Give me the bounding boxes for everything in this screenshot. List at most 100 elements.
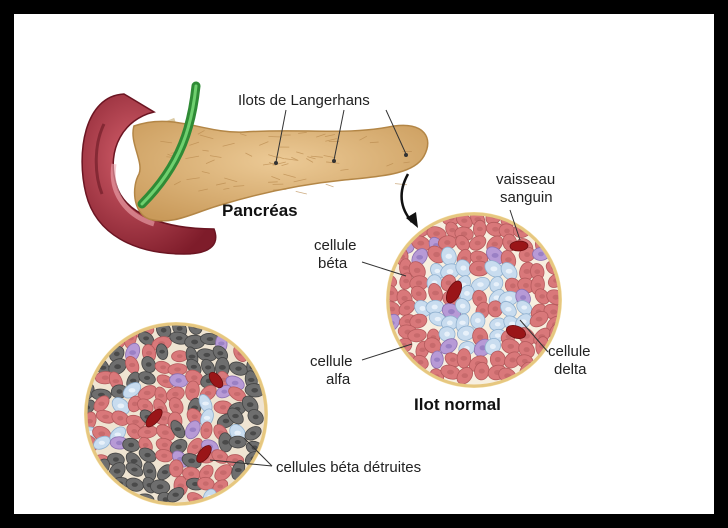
pancreas-diagram: Ilots de Langerhans Pancréas cellule bét… — [14, 14, 714, 514]
label-cellule-alfa-line1: cellule — [310, 353, 353, 370]
cell-nucleus — [430, 343, 436, 348]
cell-nucleus — [414, 268, 421, 273]
cell-nucleus — [494, 282, 500, 286]
cell-nucleus — [146, 351, 152, 356]
cell-nucleus — [477, 296, 483, 301]
cell-nucleus — [176, 336, 183, 340]
cell-nucleus — [144, 430, 151, 434]
cell-nucleus — [142, 404, 148, 408]
cell-nucleus — [130, 379, 136, 383]
cell-nucleus — [449, 228, 455, 232]
label-ilots-de-langerhans: Ilots de Langerhans — [238, 92, 370, 109]
cell-nucleus — [460, 304, 466, 309]
cell-nucleus — [505, 257, 512, 262]
cell-nucleus — [207, 337, 214, 341]
label-cellule-beta-line2: béta — [318, 255, 348, 272]
label-pancreas: Pancréas — [222, 201, 298, 220]
normal-islet — [377, 204, 567, 388]
cell-nucleus — [203, 353, 210, 357]
cell-nucleus — [162, 443, 168, 447]
cell-nucleus — [132, 420, 139, 424]
cell-nucleus — [129, 350, 136, 355]
cell-nucleus — [129, 363, 135, 367]
cell-nucleus — [144, 453, 150, 457]
cell-nucleus — [416, 281, 422, 286]
cell-nucleus — [223, 419, 230, 424]
cell-nucleus — [444, 331, 450, 336]
zoom-arrow — [402, 174, 418, 228]
cell-nucleus — [144, 391, 151, 395]
cell-nucleus — [158, 394, 164, 398]
cell-nucleus — [433, 231, 440, 236]
cell-nucleus — [217, 454, 223, 458]
cell-nucleus — [509, 358, 515, 363]
cell-nucleus — [113, 457, 119, 461]
cell-nucleus — [462, 373, 468, 378]
label-vaisseau-line1: vaisseau — [496, 171, 555, 188]
cell-nucleus — [219, 365, 226, 370]
cell-nucleus — [114, 364, 121, 369]
cell-nucleus — [113, 379, 120, 383]
cell-nucleus — [447, 269, 454, 274]
cell-nucleus — [250, 431, 256, 435]
cell-nucleus — [191, 375, 197, 380]
label-cellule-alfa-line2: alfa — [326, 371, 351, 388]
cell-nucleus — [508, 344, 515, 349]
cell-nucleus — [415, 319, 421, 324]
label-cellules-beta-detruites: cellules béta détruites — [276, 459, 421, 476]
cell-nucleus — [173, 404, 179, 408]
cell-nucleus — [520, 295, 526, 300]
cell-nucleus — [524, 347, 530, 352]
cell-nucleus — [115, 432, 121, 436]
cell-nucleus — [205, 391, 212, 395]
cell-nucleus — [247, 402, 254, 407]
cell-nucleus — [461, 219, 467, 223]
cell-nucleus — [192, 445, 199, 449]
cell-nucleus — [174, 427, 181, 431]
cell-nucleus — [477, 227, 483, 231]
cell-nucleus — [524, 269, 531, 274]
cell-nucleus — [132, 482, 138, 486]
cell-nucleus — [553, 295, 560, 300]
label-cellule-beta-line1: cellule — [314, 237, 357, 254]
cell-nucleus — [162, 430, 169, 435]
cell-nucleus — [117, 389, 123, 394]
cell-nucleus — [131, 459, 138, 463]
cell-nucleus — [419, 306, 425, 311]
cell-nucleus — [175, 378, 181, 383]
cell-nucleus — [235, 366, 241, 370]
cell-nucleus — [144, 376, 150, 380]
cell-nucleus — [102, 415, 109, 419]
cell-nucleus — [404, 306, 410, 310]
cell-nucleus — [234, 431, 241, 436]
cell-nucleus — [524, 252, 530, 257]
cell-nucleus — [416, 255, 423, 260]
cell-nucleus — [432, 305, 438, 310]
cell-nucleus — [536, 317, 543, 322]
cell-nucleus — [175, 445, 181, 450]
diagram-panel: Ilots de Langerhans Pancréas cellule bét… — [14, 14, 714, 514]
cell-nucleus — [495, 333, 501, 337]
cell-nucleus — [505, 307, 511, 311]
cell-nucleus — [433, 252, 440, 257]
cell-nucleus — [447, 320, 453, 325]
cell-nucleus — [220, 405, 226, 409]
cell-nucleus — [131, 429, 137, 434]
cell-nucleus — [205, 365, 211, 369]
cell-nucleus — [248, 378, 254, 382]
cell-nucleus — [202, 402, 209, 406]
cell-nucleus — [432, 291, 439, 296]
cell-nucleus — [416, 291, 422, 296]
cell-nucleus — [403, 266, 409, 270]
cell-nucleus — [445, 344, 452, 348]
cell-nucleus — [177, 354, 183, 358]
cell-nucleus — [539, 294, 545, 298]
cell-nucleus — [189, 355, 196, 359]
cell-nucleus — [146, 362, 152, 367]
cell-nucleus — [450, 358, 456, 362]
cell-nucleus — [490, 344, 496, 349]
cell-nucleus — [419, 348, 425, 352]
cell-nucleus — [521, 305, 527, 309]
cell-nucleus — [477, 282, 484, 287]
cell-nucleus — [235, 468, 242, 472]
